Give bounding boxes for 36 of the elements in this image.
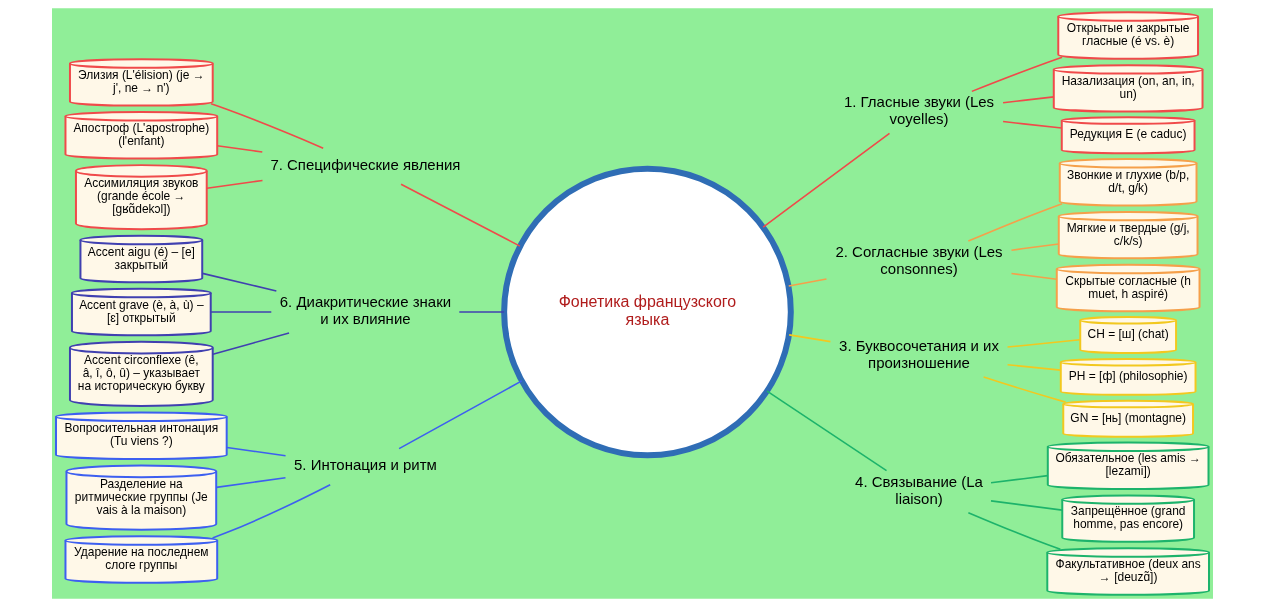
connector	[399, 183, 521, 247]
connector	[209, 103, 324, 149]
connector	[761, 132, 890, 228]
connector	[215, 476, 286, 489]
connector	[225, 446, 286, 457]
connector	[787, 278, 827, 287]
connector	[205, 179, 263, 189]
node-text: 7. Специфические явления	[269, 155, 460, 173]
connector	[201, 272, 277, 292]
connector	[209, 311, 272, 313]
connector	[397, 380, 523, 450]
connector	[967, 202, 1063, 242]
connector	[458, 311, 505, 313]
connector	[1010, 243, 1059, 251]
connector	[1006, 363, 1061, 371]
node-text: 5. Интонация и ритм	[293, 456, 437, 474]
connector	[982, 376, 1066, 403]
connector	[211, 332, 290, 355]
connector	[211, 483, 331, 539]
connector	[1006, 338, 1081, 348]
connector	[1010, 272, 1057, 280]
connector	[970, 56, 1063, 93]
node-circle: Фонетика французского языка	[500, 165, 794, 459]
node-text: 1. Гласные звуки (Les voyelles)	[843, 93, 994, 128]
node-text: 6. Диакритические знаки и их влияние	[279, 292, 451, 327]
connector	[989, 474, 1049, 484]
connector	[765, 390, 887, 472]
connector	[989, 500, 1063, 511]
node-text: 4. Связывание (La liaison)	[854, 472, 983, 507]
node-text: 2. Согласные звуки (Les consonnes)	[834, 243, 1003, 278]
node-text: 3. Буквосочетания и их произношение	[838, 336, 999, 371]
connector	[1001, 96, 1055, 104]
connector	[1001, 120, 1062, 129]
connector	[967, 511, 1061, 551]
connector	[215, 144, 263, 153]
connector	[787, 334, 831, 343]
